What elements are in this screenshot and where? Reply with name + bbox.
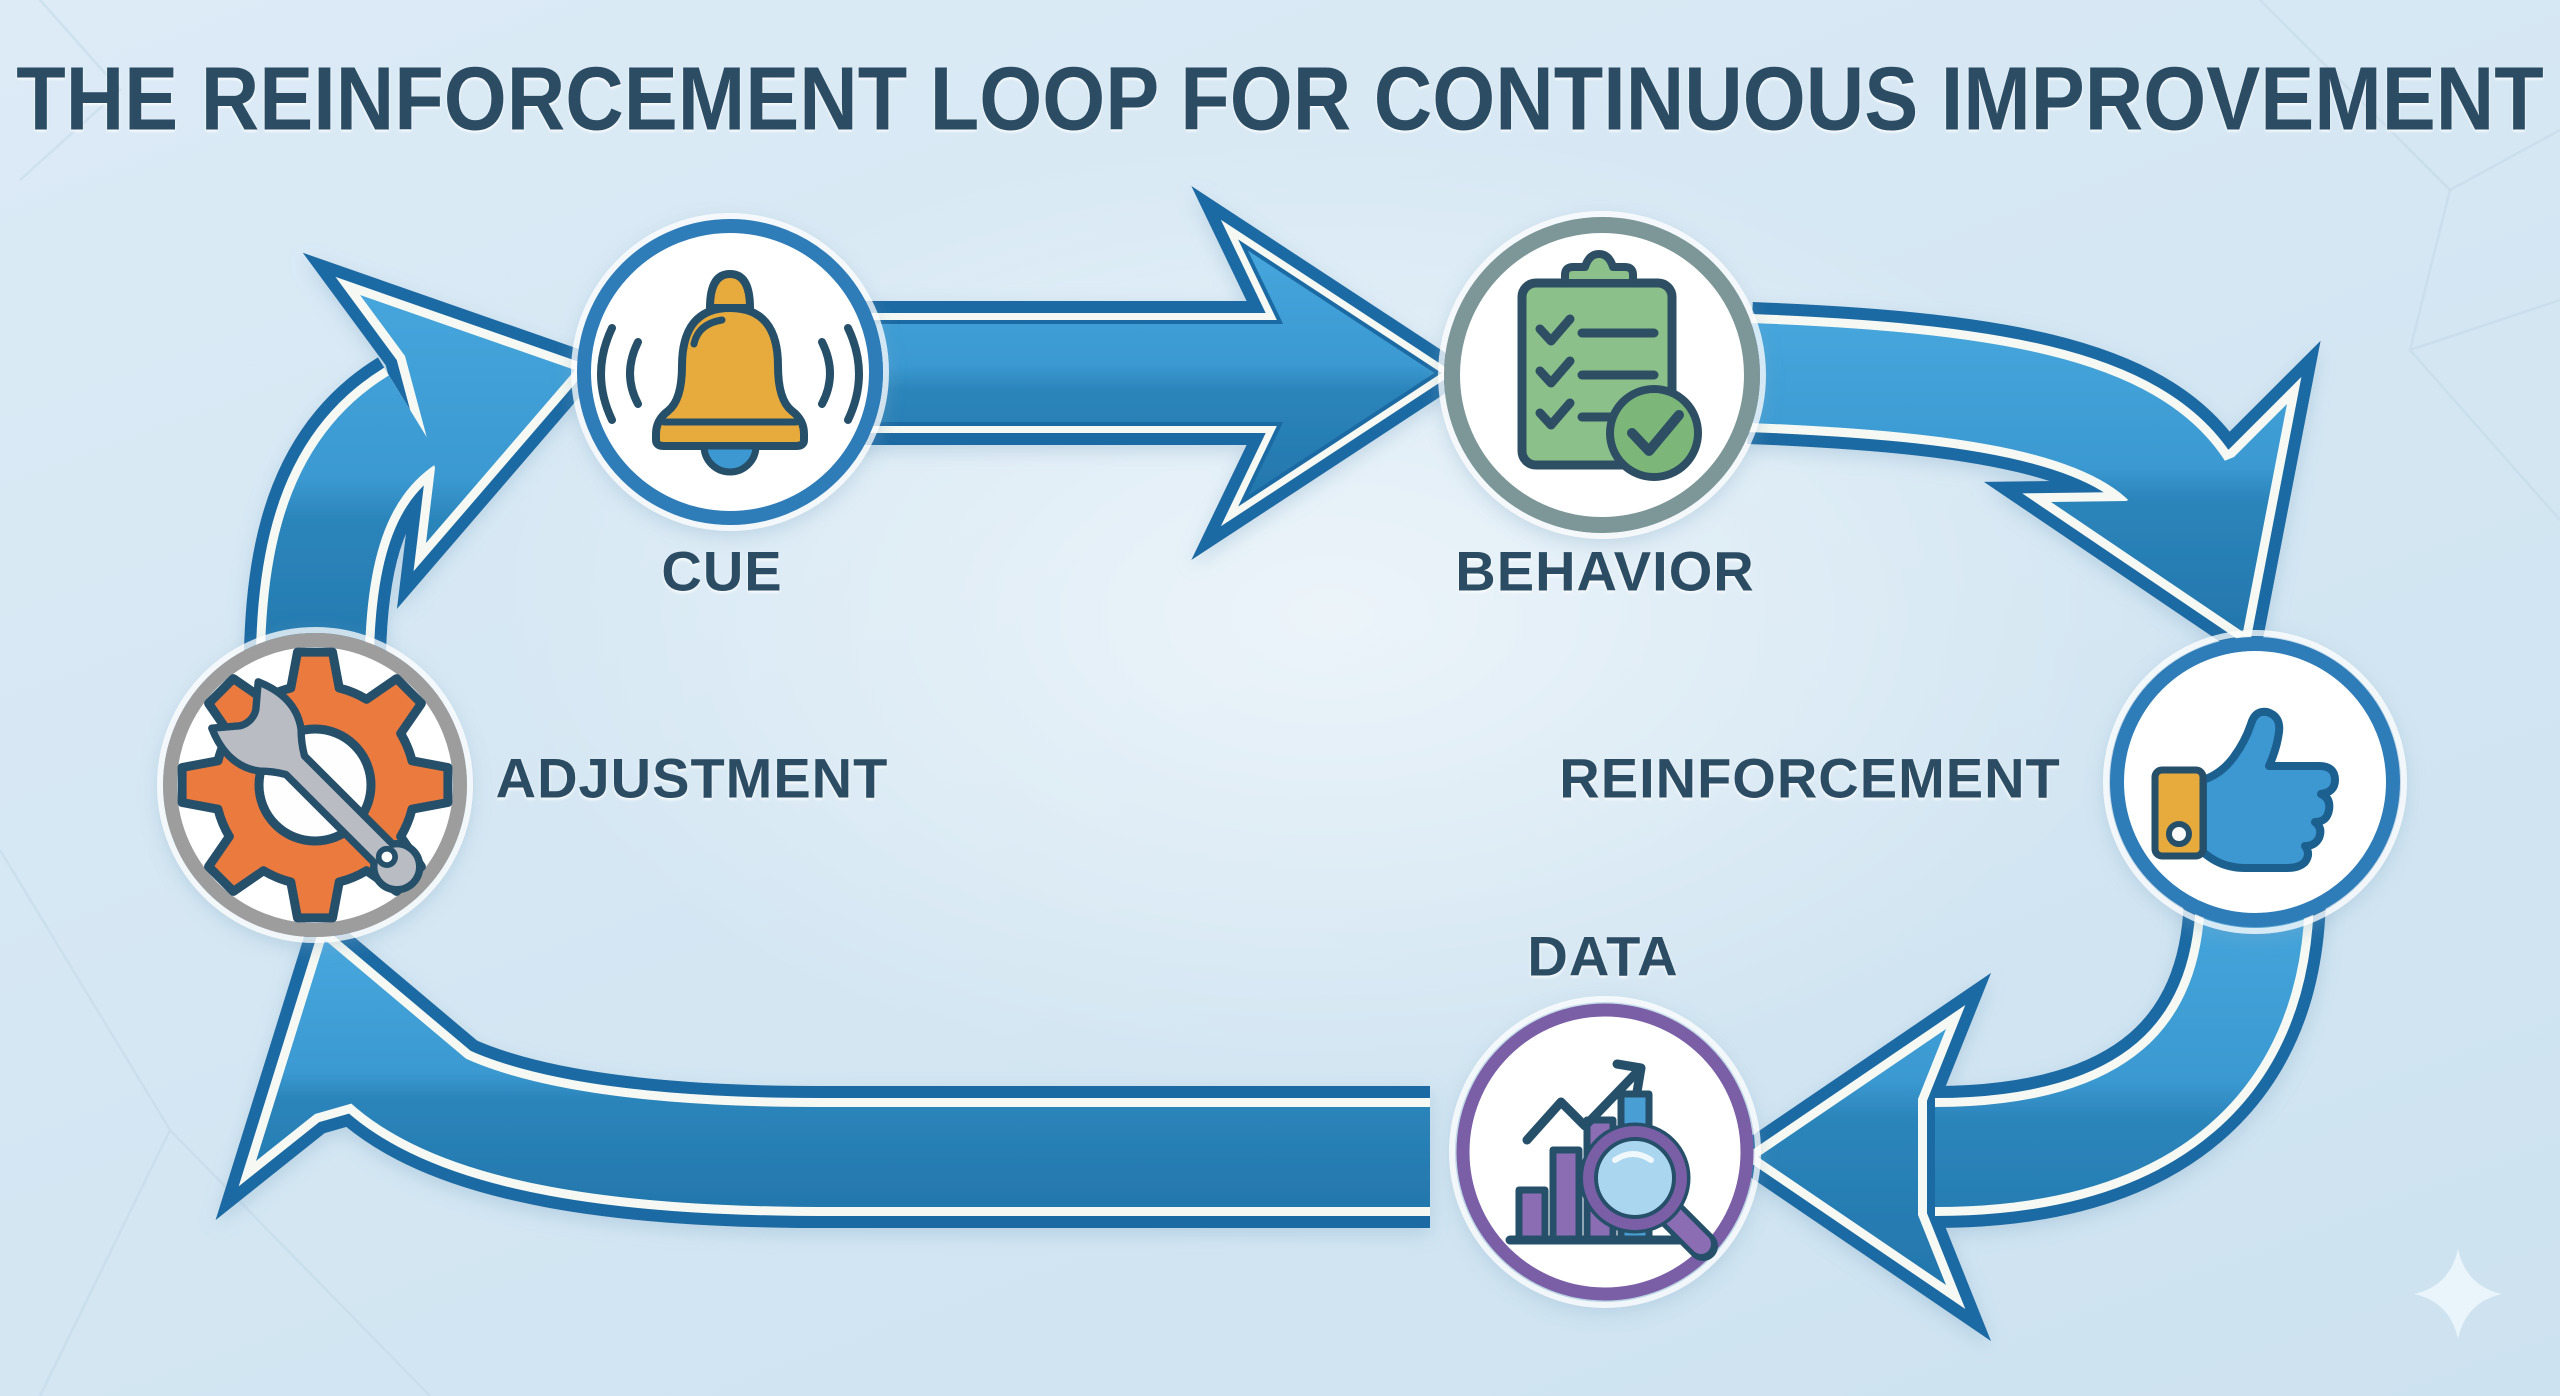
node-reinforcement <box>2103 630 2407 934</box>
arrow-data-to-adjustment <box>215 903 1430 1228</box>
arrow-reinforcement-to-data <box>1720 888 2326 1342</box>
sparkle-icon <box>2414 1249 2502 1339</box>
arrow-behavior-to-reinforcement <box>1747 302 2321 668</box>
page-title: THE REINFORCEMENT LOOP FOR CONTINUOUS IM… <box>16 49 2544 150</box>
node-cue <box>571 213 889 531</box>
node-label-adjustment: ADJUSTMENT <box>495 746 889 810</box>
checklist-icon <box>1517 250 1702 481</box>
node-label-cue: CUE <box>661 539 783 603</box>
arrows <box>215 185 2326 1342</box>
node-label-data: DATA <box>1527 924 1679 988</box>
thumbs-up-icon <box>2151 707 2339 872</box>
arrow-cue-to-behavior <box>854 185 1477 561</box>
node-adjustment <box>157 627 473 943</box>
node-label-behavior: BEHAVIOR <box>1455 539 1755 603</box>
bell-icon <box>597 270 863 476</box>
nodes <box>157 211 2407 1308</box>
bar-chart-magnifier-icon <box>1505 1059 1718 1261</box>
node-data <box>1449 996 1761 1308</box>
node-behavior <box>1438 211 1766 539</box>
gear-wrench-icon <box>177 647 453 923</box>
node-label-reinforcement: REINFORCEMENT <box>1559 746 2061 810</box>
